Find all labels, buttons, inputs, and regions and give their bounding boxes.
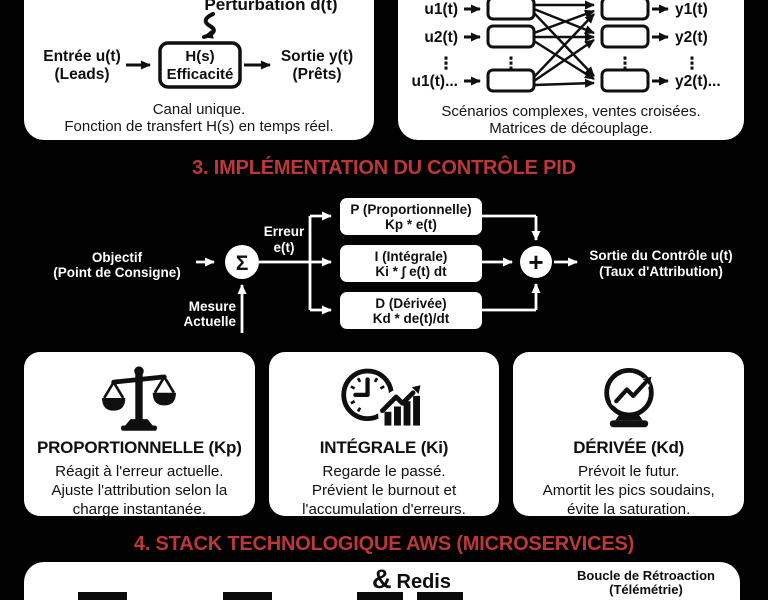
- plus-junction: [520, 246, 552, 278]
- section3-title: 3. IMPLÉMENTATION DU CONTRÔLE PID: [192, 157, 576, 179]
- aws-stack-panel: & Redis Boucle de Rétroaction (Télémétri…: [24, 562, 740, 600]
- integral-block: [340, 245, 482, 282]
- derivative-block-line1: D (Dérivée): [375, 296, 446, 311]
- measure-label-line2: Actuelle: [183, 314, 236, 329]
- coupling-lines: [533, 0, 595, 88]
- mimo-panel: u1(t) u2(t) ⋮ u1(t)... ⋮: [398, 0, 744, 140]
- setpoint-label-line1: Objectif: [92, 250, 143, 265]
- integral-block-line1: I (Intégrale): [375, 249, 448, 264]
- card-integral: INTÉGRALE (Ki) Regarde le passé. Prévien…: [268, 352, 500, 518]
- service-icon-stub: [78, 592, 127, 600]
- measure-label-line1: Mesure: [189, 299, 237, 314]
- error-label-line1: Erreur: [264, 224, 305, 239]
- sum-junction: [225, 245, 259, 279]
- perturbation-label: Perturbation d(t): [204, 0, 337, 14]
- mimo-input-arrows: [464, 4, 481, 86]
- redis-label: & Redis: [372, 564, 451, 595]
- input-label-line1: Entrée u(t): [43, 48, 121, 65]
- crystal-ball-icon: [513, 360, 744, 436]
- mimo-diagram: u1(t) u2(t) ⋮ u1(t)... ⋮: [412, 0, 721, 137]
- input-label-un: u1(t)...: [412, 73, 459, 90]
- plus-symbol: +: [528, 247, 543, 277]
- mimo-right-blocks: [600, 0, 650, 93]
- pid-term-cards: PROPORTIONNELLE (Kp) Réagit à l'erreur a…: [24, 352, 745, 518]
- service-icon-stub: [357, 592, 403, 600]
- output-ellipsis: ⋮: [684, 54, 701, 73]
- disturbance-arrow: [202, 12, 216, 39]
- mimo-output-labels: y1(t) y2(t) ⋮ y2(t)...: [675, 1, 721, 90]
- caption-line1: Scénarios complexes, ventes croisées.: [441, 103, 700, 120]
- input-ellipsis: ⋮: [438, 54, 455, 73]
- caption-line1: Canal unique.: [153, 101, 246, 118]
- right-block-ellipsis: ⋮: [617, 54, 634, 73]
- sigma-symbol: Σ: [236, 252, 249, 275]
- feedback-loop-label: Boucle de Rétroaction (Télémétrie): [577, 568, 715, 597]
- card-proportional: PROPORTIONNELLE (Kp) Réagit à l'erreur a…: [24, 352, 255, 518]
- error-label-line2: e(t): [274, 240, 295, 255]
- clock-trend-icon: [269, 360, 500, 436]
- proportional-block-line1: P (Proportionnelle): [350, 202, 471, 217]
- control-output-line2: (Taux d'Attribution): [599, 264, 723, 279]
- pid-term-blocks: P (Proportionnelle) Kp * e(t) I (Intégra…: [340, 198, 482, 329]
- ampersand: &: [372, 564, 392, 594]
- card-body: Prévoit le futur. Amortit les pics souda…: [542, 463, 715, 518]
- derivative-block: [340, 292, 482, 329]
- output-label-y2: y2(t): [675, 29, 708, 46]
- input-label-line2: (Leads): [54, 66, 109, 83]
- section4-title: 4. STACK TECHNOLOGIQUE AWS (MICROSERVICE…: [133, 533, 635, 555]
- caption-line2: Fonction de transfert H(s) en temps réel…: [64, 118, 333, 135]
- output-label-line2: (Prêts): [292, 66, 341, 83]
- derivative-block-line2: Kd * de(t)/dt: [373, 311, 450, 326]
- transfer-box-line1: H(s): [185, 48, 214, 65]
- left-block-ellipsis: ⋮: [503, 54, 520, 73]
- input-label-u2: u2(t): [424, 29, 458, 46]
- output-label-y1: y1(t): [675, 1, 708, 18]
- proportional-block: [340, 198, 482, 235]
- service-icon-stub: [223, 592, 272, 600]
- card-body: Réagit à l'erreur actuelle. Ajuste l'att…: [51, 463, 228, 518]
- balance-scale-icon: [24, 360, 255, 436]
- transfer-box-line2: Efficacité: [167, 66, 234, 83]
- integral-block-line2: Ki * ∫ e(t) dt: [375, 264, 447, 279]
- mimo-left-blocks: [486, 0, 536, 93]
- input-label-u1: u1(t): [424, 1, 458, 18]
- single-channel-diagram: Perturbation d(t) Entrée u(t) (Leads) H(…: [43, 0, 353, 135]
- proportional-block-line2: Kp * e(t): [385, 217, 437, 232]
- setpoint-label-line2: (Point de Consigne): [53, 265, 181, 280]
- card-derivative: DÉRIVÉE (Kd) Prévoit le futur. Amortit l…: [513, 352, 745, 518]
- mimo-input-labels: u1(t) u2(t) ⋮ u1(t)...: [412, 1, 459, 90]
- single-channel-panel: Perturbation d(t) Entrée u(t) (Leads) H(…: [24, 0, 374, 140]
- pid-block-diagram: Objectif (Point de Consigne) Σ Erreur e(…: [53, 198, 733, 333]
- control-output-line1: Sortie du Contrôle u(t): [589, 248, 732, 263]
- mimo-output-arrows: [652, 4, 669, 86]
- redis-name: Redis: [396, 571, 451, 593]
- output-label-yn: y2(t)...: [675, 73, 721, 90]
- service-icon-stub: [417, 592, 463, 600]
- card-title: PROPORTIONNELLE (Kp): [36, 438, 242, 457]
- output-label-line1: Sortie y(t): [281, 48, 353, 65]
- transfer-function-box: [158, 41, 242, 89]
- card-body: Regarde le passé. Prévient le burnout et…: [302, 463, 466, 518]
- caption-line2: Matrices de découplage.: [489, 120, 652, 137]
- card-title: INTÉGRALE (Ki): [319, 438, 449, 457]
- card-title: DÉRIVÉE (Kd): [573, 438, 685, 457]
- pid-signal-lines: [196, 211, 578, 333]
